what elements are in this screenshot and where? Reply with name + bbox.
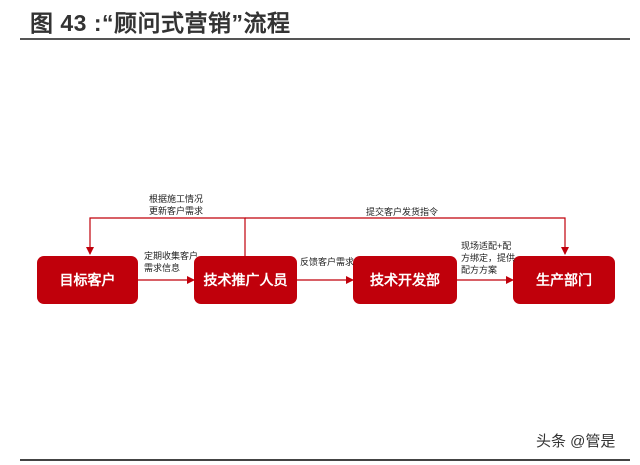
label-onsite-match: 现场适配+配 方绑定，提供 配方方案: [461, 240, 515, 276]
arrow-shipping-order: [245, 217, 569, 255]
node-rnd: 技术开发部: [353, 256, 457, 304]
label-update-needs: 根据施工情况 更新客户需求: [149, 193, 203, 217]
label-line: 需求信息: [144, 263, 181, 273]
label-line: 更新客户需求: [149, 206, 204, 216]
label-line: 定期收集客户: [144, 251, 199, 261]
node-target-customer: 目标客户: [37, 256, 138, 304]
node-production: 生产部门: [513, 256, 615, 304]
page-title: 图 43 :“顾问式营销”流程: [30, 10, 291, 36]
label-feedback-needs: 反馈客户需求: [300, 257, 355, 267]
label-line: 根据施工情况: [149, 194, 204, 204]
top-divider: [20, 38, 630, 40]
node-tech-sales: 技术推广人员: [194, 256, 297, 304]
watermark: 头条 @管是: [536, 433, 616, 450]
arrow-update-needs: [86, 217, 246, 256]
label-line: 现场适配+配: [461, 241, 512, 251]
label-shipping-order: 提交客户发货指令: [366, 207, 439, 217]
label-collect-info: 定期收集客户 需求信息: [144, 250, 198, 274]
label-line: 配方方案: [461, 265, 498, 275]
label-line: 方绑定，提供: [461, 253, 516, 263]
bottom-divider: [20, 459, 630, 461]
